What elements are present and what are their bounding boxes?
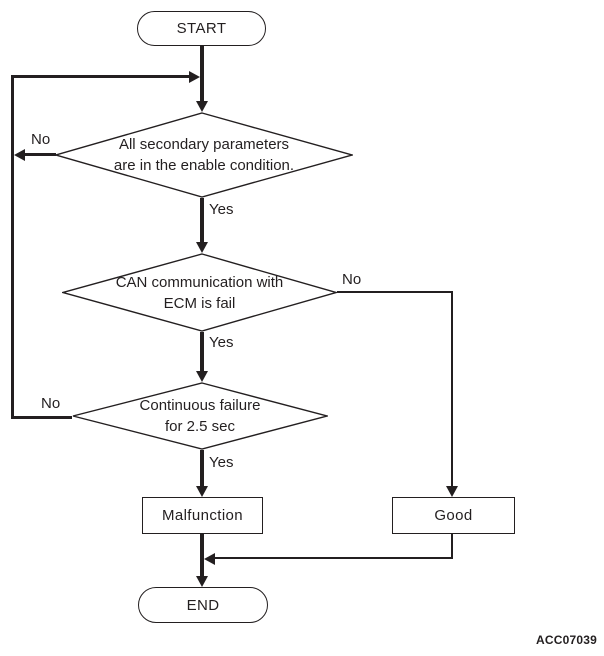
edge-malfunction-to-end xyxy=(200,534,204,577)
label-decision3-yes: Yes xyxy=(209,454,234,471)
edge-decision1-yes xyxy=(200,198,204,244)
arrowhead-decision1-no-into-loop xyxy=(14,148,25,161)
label-decision1-yes: Yes xyxy=(209,201,234,218)
arrowhead-into-decision3 xyxy=(196,371,208,382)
edge-loop-top-horizontal xyxy=(12,75,189,78)
arrowhead-into-end xyxy=(196,576,208,587)
edge-decision2-no-horizontal xyxy=(337,291,453,293)
label-decision2-no: No xyxy=(342,271,362,288)
arrowhead-into-good xyxy=(446,486,458,497)
decision-continuous-failure-shape xyxy=(72,382,328,450)
arrowhead-merge-into-spine xyxy=(204,552,215,565)
edge-decision1-no xyxy=(24,153,56,156)
good-box: Good xyxy=(392,497,515,534)
edge-good-down xyxy=(451,534,453,559)
edge-decision3-no xyxy=(13,416,72,419)
label-decision3-no: No xyxy=(41,395,61,412)
start-node: START xyxy=(137,11,266,46)
edge-decision3-yes xyxy=(200,450,204,487)
edge-decision2-no-vertical xyxy=(451,291,453,487)
label-decision2-yes: Yes xyxy=(209,334,234,351)
arrowhead-loop-into-spine xyxy=(189,70,200,83)
edge-loop-left-vertical xyxy=(11,75,14,419)
end-label: END xyxy=(186,596,220,614)
decision-can-communication-shape xyxy=(62,253,337,332)
arrowhead-into-decision2 xyxy=(196,242,208,253)
decision-enable-condition-shape xyxy=(55,112,353,198)
start-label: START xyxy=(176,20,227,37)
edge-start-to-decision1 xyxy=(200,46,204,103)
edge-decision2-yes xyxy=(200,332,204,373)
end-node: END xyxy=(138,587,268,623)
edge-good-merge-horizontal xyxy=(213,557,453,559)
malfunction-label: Malfunction xyxy=(161,507,244,524)
arrowhead-into-decision1 xyxy=(196,101,208,112)
malfunction-box: Malfunction xyxy=(142,497,263,534)
arrowhead-into-malfunction xyxy=(196,486,208,497)
good-label: Good xyxy=(434,507,473,524)
label-decision1-no: No xyxy=(31,131,51,148)
figure-code: ACC07039 xyxy=(536,633,597,647)
